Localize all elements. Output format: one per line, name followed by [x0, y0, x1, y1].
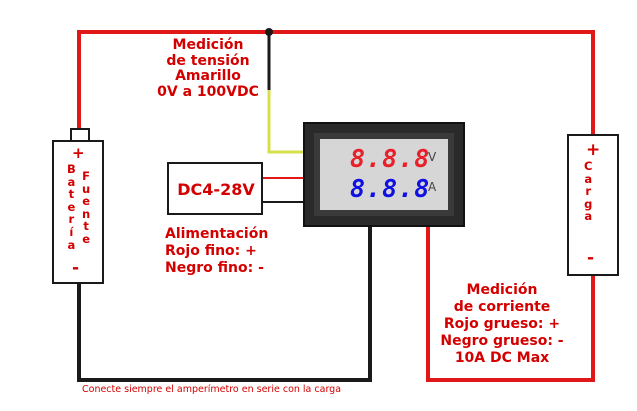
- power-supply-box-label: DC4-28V: [177, 179, 255, 199]
- current-line-2: de corriente: [453, 299, 551, 315]
- battery-body: [52, 140, 104, 284]
- voltage-line-1: Medición: [172, 37, 244, 53]
- voltage-line-3: Amarillo: [175, 68, 241, 84]
- vertical-letter: t: [68, 187, 75, 202]
- vertical-letter: a: [67, 237, 76, 252]
- power-line-2: Rojo fino: +: [165, 243, 257, 259]
- vertical-letter: r: [585, 184, 592, 199]
- red-wire-top: [77, 30, 595, 135]
- vertical-letter: u: [82, 181, 91, 196]
- footer-note: Conecte siempre el amperímetro en serie …: [82, 384, 342, 395]
- vertical-letter: B: [67, 162, 76, 176]
- voltage-display-digits: 8.8.8: [350, 144, 431, 173]
- red-thick-wire: [426, 224, 595, 382]
- yellow-voltage-wire: [267, 90, 304, 154]
- vertical-letter: a: [584, 209, 593, 224]
- vertical-letter: e: [82, 194, 90, 209]
- current-line-1: Medición: [466, 282, 538, 298]
- vertical-letter: t: [83, 219, 89, 234]
- junction-dot: [265, 28, 273, 36]
- power-supply-box: [167, 162, 263, 215]
- vertical-letter: e: [67, 199, 76, 214]
- vertical-letter: a: [67, 174, 76, 189]
- power-line-1: Alimentación: [165, 226, 269, 242]
- current-line-4: Negro grueso: -: [440, 333, 564, 349]
- current-line-5: 10A DC Max: [454, 350, 550, 366]
- black-thick-wire: [77, 224, 372, 382]
- vertical-letter: r: [68, 212, 75, 227]
- vertical-letter: g: [584, 196, 593, 211]
- voltage-line-4: 0V a 100VDC: [157, 83, 259, 100]
- load-body: [567, 134, 619, 276]
- meter-screen: [320, 139, 448, 210]
- load-plus-sign: +: [586, 140, 601, 160]
- load-minus-sign: -: [587, 248, 595, 268]
- vertical-letter: C: [584, 159, 593, 173]
- vertical-letter: í: [69, 224, 74, 239]
- current-line-3: Rojo grueso: +: [443, 316, 561, 332]
- vertical-letter: e: [82, 231, 90, 246]
- voltage-line-2: de tensión: [166, 52, 250, 69]
- power-line-3: Negro fino: -: [165, 260, 264, 276]
- voltage-unit-label: V: [428, 150, 437, 164]
- vertical-letter: F: [82, 169, 91, 183]
- current-unit-label: A: [428, 180, 437, 194]
- vertical-letter: a: [584, 171, 593, 186]
- battery-plus-sign: +: [72, 144, 85, 162]
- battery-minus-sign: -: [72, 258, 80, 278]
- current-display-digits: 8.8.8: [350, 174, 431, 203]
- vertical-letter: n: [82, 206, 91, 221]
